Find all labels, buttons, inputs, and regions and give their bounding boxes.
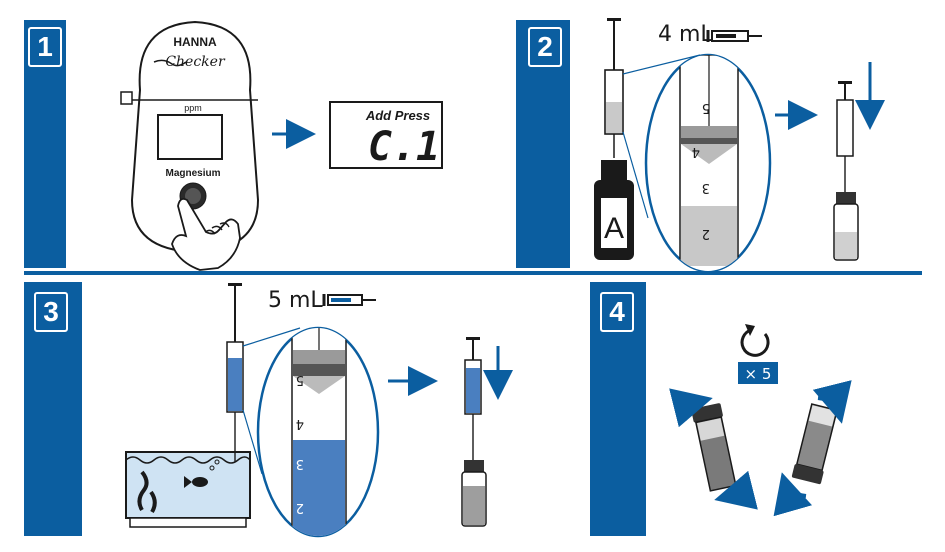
rotate-icon <box>740 324 770 357</box>
shaking-vial-left <box>691 403 737 492</box>
meter-parameter: Magnesium <box>165 168 220 179</box>
step-number-2: 2 <box>528 27 562 67</box>
reagent-bottle <box>594 160 634 260</box>
scale2-label-3: 3 <box>702 180 710 195</box>
syringe-icon <box>706 30 762 42</box>
meter-display <box>329 101 443 169</box>
step-number-4: 4 <box>600 292 634 332</box>
scale3-label-3: 3 <box>296 456 304 471</box>
magnified-scale-step2 <box>644 53 772 273</box>
syringe-step2 <box>604 18 624 158</box>
step4-bar <box>590 282 646 536</box>
scale2-label-5: 5 <box>702 100 710 115</box>
step-number-3: 3 <box>34 292 68 332</box>
scale3-label-2: 2 <box>296 500 304 515</box>
step-number-1: 1 <box>28 27 62 67</box>
scale3-label-5: 5 <box>296 372 304 387</box>
meter-device <box>120 20 260 254</box>
section-divider <box>24 271 922 275</box>
syringe-step3 <box>226 283 244 462</box>
syringe-vial-step3 <box>461 337 487 527</box>
hand-icon <box>171 197 241 271</box>
meter-brand: HANNA <box>173 35 217 49</box>
magnified-scale-step3 <box>256 326 380 538</box>
scale3-label-4: 4 <box>296 416 304 431</box>
scale2-label-2: 2 <box>702 226 710 241</box>
step3-bar <box>24 282 82 536</box>
volume-label-step3: 5 mL <box>268 288 323 313</box>
meter-unit: ppm <box>184 103 202 113</box>
scale2-label-4: 4 <box>692 144 700 159</box>
aquarium <box>125 451 251 528</box>
meter-model: Checker <box>165 54 226 70</box>
repeat-label: × 5 <box>745 365 772 383</box>
display-code: C.1 <box>368 124 440 170</box>
syringe-vial-step2 <box>833 81 859 261</box>
reagent-letter: A <box>604 212 624 245</box>
volume-label-step2: 4 mL <box>658 22 713 47</box>
fish-icon <box>184 476 208 488</box>
shaking-vial-right <box>791 403 838 485</box>
display-caption: Add Press <box>365 108 430 123</box>
repeat-badge <box>738 362 778 384</box>
syringe-icon <box>322 294 376 306</box>
step1-bar <box>24 20 66 268</box>
